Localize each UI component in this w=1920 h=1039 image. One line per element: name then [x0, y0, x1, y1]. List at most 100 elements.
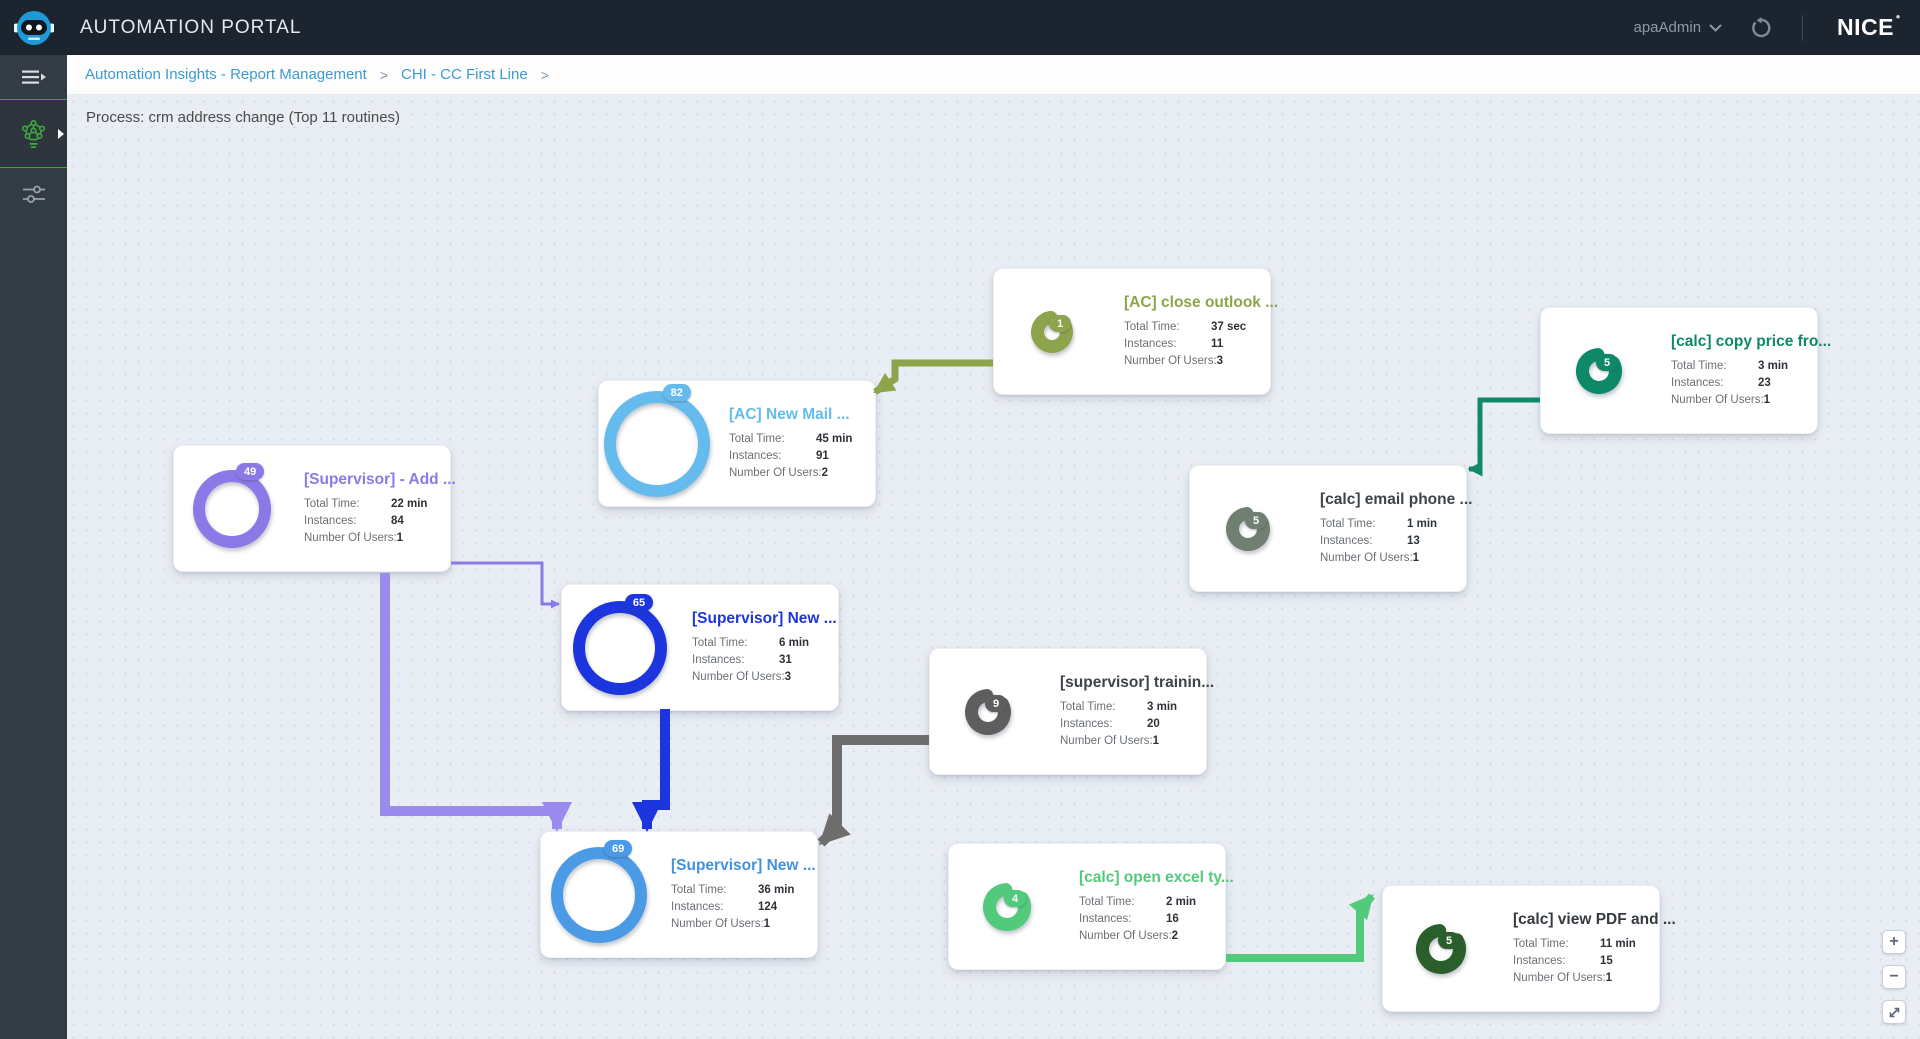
- routine-node-copy-price[interactable]: 5 [calc] copy price fro... Total Time:3 mi…: [1540, 307, 1831, 434]
- stat-instances: Instances:11: [1124, 337, 1224, 350]
- stat-total_time: Total Time:1 min: [1320, 517, 1438, 530]
- stat-instances: Instances:84: [304, 514, 404, 527]
- stat-instances: Instances:13: [1320, 534, 1420, 547]
- stat-users: Number Of Users:3: [692, 670, 792, 683]
- routine-donut: 4: [975, 875, 1039, 939]
- stat-total_time: Total Time:22 min: [304, 497, 428, 510]
- instance-count-badge: 69: [604, 840, 633, 857]
- stat-instances: Instances:23: [1671, 376, 1771, 389]
- process-map-canvas[interactable]: Process: crm address change (Top 11 rout…: [67, 95, 1920, 1039]
- sidebar-item-settings[interactable]: [0, 168, 67, 220]
- stat-total_time: Total Time:37 sec: [1124, 320, 1247, 333]
- chevron-down-icon: [1709, 23, 1722, 32]
- app-header: AUTOMATION PORTAL apaAdmin NICE●: [0, 0, 1920, 55]
- routine-node-view-pdf[interactable]: 5 [calc] view PDF and ...Total Time:11 mi…: [1382, 885, 1676, 1012]
- instance-count-badge: 5: [1245, 512, 1268, 529]
- zoom-fit-button[interactable]: [1882, 1000, 1906, 1024]
- routine-donut: 5: [1408, 916, 1474, 982]
- routine-title: [AC] close outlook ...: [1124, 293, 1279, 311]
- stat-users: Number Of Users:1: [304, 531, 404, 544]
- stat-total_time: Total Time:45 min: [729, 432, 853, 445]
- routine-info: [calc] view PDF and ...Total Time:11 min…: [1513, 911, 1676, 987]
- stat-instances: Instances:15: [1513, 954, 1613, 967]
- instance-count-badge: 5: [1596, 354, 1619, 371]
- robot-logo-icon: [0, 8, 67, 48]
- stat-instances: Instances:16: [1079, 912, 1179, 925]
- stat-total_time: Total Time:36 min: [671, 883, 795, 896]
- header-divider: [1802, 14, 1804, 41]
- stat-total_time: Total Time:3 min: [1671, 359, 1789, 372]
- zoom-out-button[interactable]: −: [1882, 965, 1906, 989]
- stat-total_time: Total Time:6 min: [692, 636, 810, 649]
- stat-total_time: Total Time:3 min: [1060, 700, 1178, 713]
- main-content: Automation Insights - Report Management >…: [67, 55, 1920, 1039]
- stat-instances: Instances:91: [729, 449, 829, 462]
- breadcrumb-link-1[interactable]: CHI - CC First Line: [401, 66, 528, 83]
- routine-donut: 49: [185, 462, 279, 556]
- sliders-icon: [22, 185, 45, 203]
- sidebar-item-automation-insights[interactable]: [0, 99, 67, 168]
- stat-users: Number Of Users:1: [1060, 734, 1160, 747]
- instance-count-badge: 9: [985, 695, 1008, 712]
- process-title: Process: crm address change (Top 11 rout…: [86, 109, 401, 126]
- edge-training-to-supervisor-new-69: [817, 735, 929, 847]
- stat-users: Number Of Users:3: [1124, 354, 1224, 367]
- routine-donut: 82: [596, 383, 718, 505]
- routine-donut: 5: [1218, 499, 1278, 559]
- stat-users: Number Of Users:1: [671, 917, 771, 930]
- user-name: apaAdmin: [1633, 19, 1702, 36]
- stat-instances: Instances:31: [692, 653, 792, 666]
- edge-open-excel-to-view-pdf: [1226, 893, 1376, 962]
- instance-count-badge: 4: [1004, 890, 1027, 907]
- nice-logo: NICE●: [1837, 12, 1901, 40]
- insights-bulb-icon: [21, 119, 46, 148]
- breadcrumb-separator: >: [540, 66, 549, 83]
- zoom-controls: +−: [1882, 930, 1906, 1024]
- breadcrumb-link-0[interactable]: Automation Insights - Report Management: [85, 66, 367, 83]
- menu-icon: [21, 70, 46, 84]
- zoom-in-button[interactable]: +: [1882, 930, 1906, 954]
- instance-count-badge: 5: [1438, 932, 1461, 949]
- refresh-icon: [1752, 16, 1771, 37]
- refresh-button[interactable]: [1750, 16, 1772, 39]
- routine-node-training[interactable]: 9 [supervisor] trainin... Total Time:3 min…: [929, 648, 1214, 775]
- routine-title: [calc] view PDF and ...: [1513, 910, 1676, 928]
- routine-info: [calc] copy price fro... Total Time:3 min…: [1671, 333, 1831, 409]
- routine-title: [supervisor] trainin...: [1060, 673, 1215, 691]
- routine-title: [Supervisor] New ...: [692, 609, 837, 627]
- breadcrumb: Automation Insights - Report Management >…: [67, 55, 1920, 95]
- routine-title: [Supervisor] New ...: [671, 856, 816, 874]
- stat-users: Number Of Users:2: [729, 466, 829, 479]
- edge-supervisor-add-to-supervisor-new-69: [380, 573, 572, 832]
- sidebar-item-menu[interactable]: [0, 55, 67, 99]
- routine-donut: 1: [1023, 303, 1081, 361]
- app-title: AUTOMATION PORTAL: [80, 16, 302, 38]
- instance-count-badge: 49: [235, 463, 265, 480]
- edge-close-outlook-to-new-mail: [873, 359, 993, 395]
- user-menu[interactable]: apaAdmin: [1634, 19, 1723, 36]
- breadcrumb-separator: >: [379, 66, 389, 83]
- routine-title: [AC] New Mail ...: [729, 405, 850, 423]
- instance-count-badge: 1: [1049, 315, 1072, 332]
- routine-node-open-excel[interactable]: 4 [calc] open excel ty...Total Time:2 min…: [948, 843, 1234, 970]
- left-sidebar: [0, 55, 67, 1039]
- routine-title: [calc] copy price fro...: [1671, 332, 1832, 350]
- routine-donut: 65: [565, 593, 675, 703]
- active-item-caret-icon: [58, 128, 64, 139]
- routine-node-supervisor-add[interactable]: 49 [Supervisor] - Add ...Total Time:22 mi…: [173, 445, 456, 572]
- routine-node-close-outlook[interactable]: 1 [AC] close outlook ... Total Time:37 sec…: [993, 268, 1278, 395]
- routine-title: [calc] open excel ty...: [1079, 868, 1234, 886]
- stat-instances: Instances:20: [1060, 717, 1160, 730]
- routine-donut: 9: [957, 681, 1019, 743]
